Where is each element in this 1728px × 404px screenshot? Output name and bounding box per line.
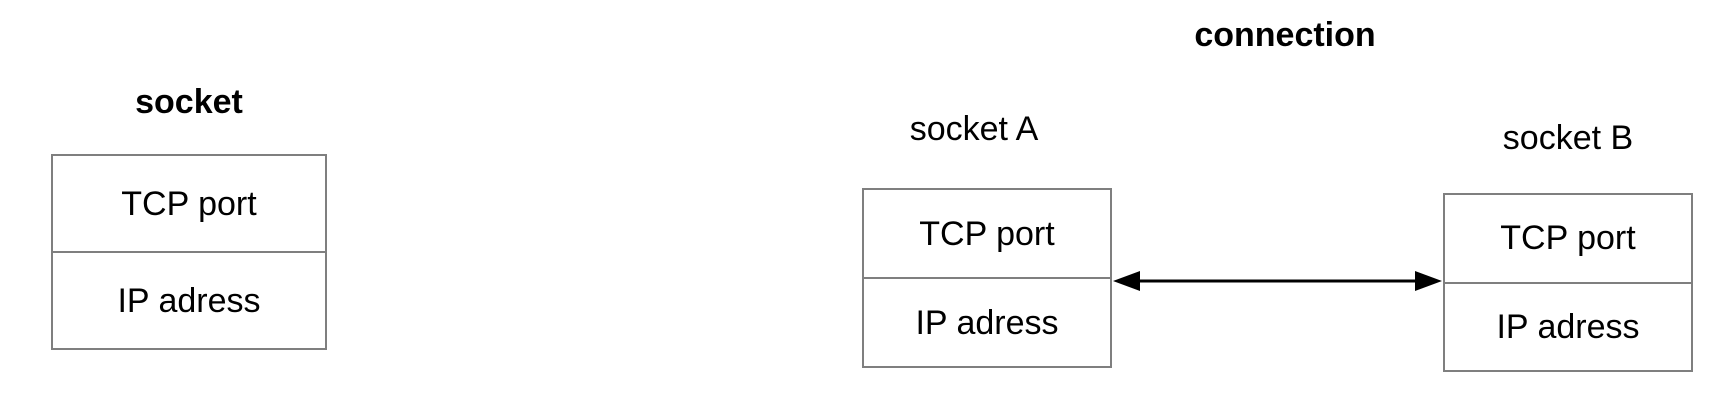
left-socket-ip-address-cell: IP adress <box>53 251 325 348</box>
socket-b-tcp-port-cell: TCP port <box>1500 219 1636 258</box>
left-socket-tcp-port-cell: TCP port <box>121 184 257 223</box>
socket-a-tcp-port-cell: TCP port <box>919 214 1055 253</box>
socket-a-box: TCP port IP adress <box>862 188 1112 368</box>
socket-b-label: socket B <box>1502 119 1634 157</box>
left-socket-box: TCP port IP adress <box>51 154 327 350</box>
socket-a-ip-address-cell: IP adress <box>864 277 1110 366</box>
socket-a-label: socket A <box>909 110 1039 148</box>
connection-title: connection <box>1194 16 1376 54</box>
socket-b-box: TCP port IP adress <box>1443 193 1693 372</box>
left-socket-title: socket <box>135 83 243 121</box>
double-headed-arrow-icon <box>1113 271 1442 291</box>
socket-b-ip-address-cell: IP adress <box>1445 281 1691 371</box>
